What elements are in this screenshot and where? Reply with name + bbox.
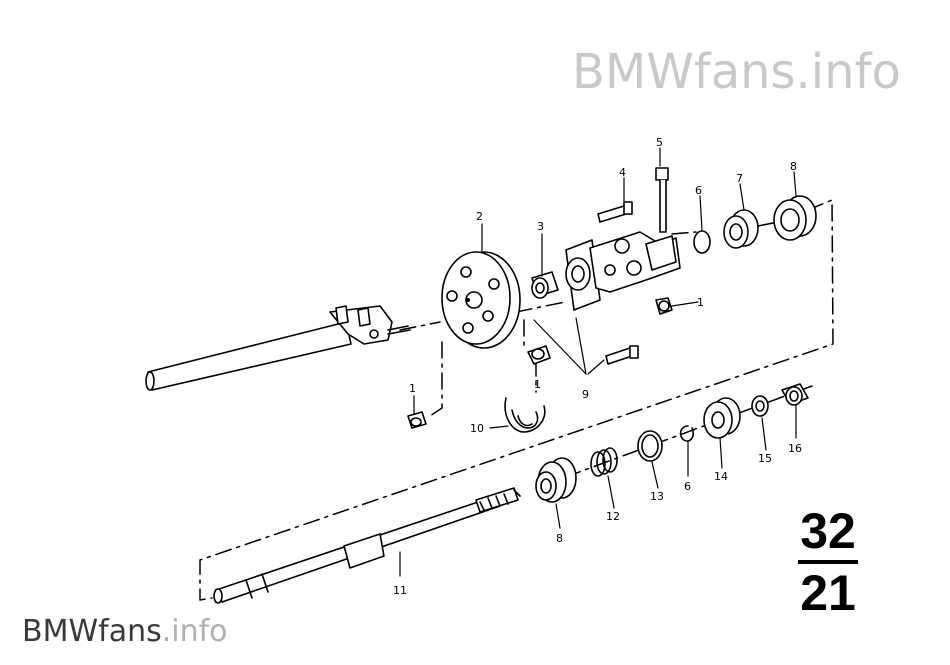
bushing-part-3 <box>531 271 559 299</box>
callout-label: 3 <box>537 220 544 233</box>
callout-label: 8 <box>790 160 797 173</box>
assembly-dashed-outline <box>199 199 834 601</box>
callout-label: 4 <box>619 166 626 179</box>
section-group-number: 32 <box>800 503 856 559</box>
callout-label: 12 <box>606 510 620 523</box>
bearing-part-7 <box>723 209 759 249</box>
callout-label: 13 <box>650 490 664 503</box>
watermark-top: BMWfans.info <box>572 44 901 100</box>
washer-part-15 <box>751 395 769 417</box>
callout-label: 6 <box>695 184 702 197</box>
nut-part-1-joint <box>655 297 673 315</box>
nut-lower-left <box>527 345 551 365</box>
boot-part-8-top <box>773 195 817 241</box>
flex-disc-part-2 <box>441 251 521 349</box>
callout-label: 10 <box>470 422 484 435</box>
universal-joint <box>565 231 681 311</box>
steering-shaft-part-11 <box>213 487 521 604</box>
ring-part-13 <box>637 430 663 462</box>
callout-label: 16 <box>788 442 802 455</box>
callout-label: 1 <box>697 296 704 309</box>
bearing-part-14 <box>703 397 741 439</box>
section-divider <box>798 560 858 564</box>
leader-lines <box>399 147 797 577</box>
callout-label: 5 <box>656 136 663 149</box>
section-subgroup-number: 21 <box>800 565 856 621</box>
callout-label: 15 <box>758 452 772 465</box>
spring-clip-part-10 <box>504 397 546 433</box>
bolt-part-5 <box>655 167 669 233</box>
callout-label: 7 <box>736 172 743 185</box>
callout-label: 6 <box>684 480 691 493</box>
boot-part-8-bottom <box>535 457 577 503</box>
callout-label: 14 <box>714 470 728 483</box>
bolt-lower-part-9 <box>605 345 639 365</box>
nut-part-16 <box>781 383 809 406</box>
callout-label: 2 <box>476 210 483 223</box>
callout-label: 8 <box>556 532 563 545</box>
callout-label: 11 <box>393 584 407 597</box>
nut-part-1-left <box>407 411 427 429</box>
circlip-part-6-bottom <box>679 425 695 442</box>
watermark-bottom-suffix: .info <box>161 614 228 649</box>
callout-label: 1 <box>534 378 541 391</box>
callout-labels: 2 3 4 5 6 7 8 1 9 1 10 1 11 8 12 13 6 14… <box>393 136 802 597</box>
washer-part-6-top <box>693 230 711 254</box>
callout-label: 9 <box>582 388 589 401</box>
steering-column-tube <box>145 305 411 391</box>
callout-label: 1 <box>409 382 416 395</box>
watermark-bottom: BMWfans.info <box>22 614 228 649</box>
spring-part-12 <box>590 447 618 477</box>
watermark-bottom-brand: BMWfans <box>22 614 162 649</box>
bolt-part-4 <box>597 201 633 223</box>
